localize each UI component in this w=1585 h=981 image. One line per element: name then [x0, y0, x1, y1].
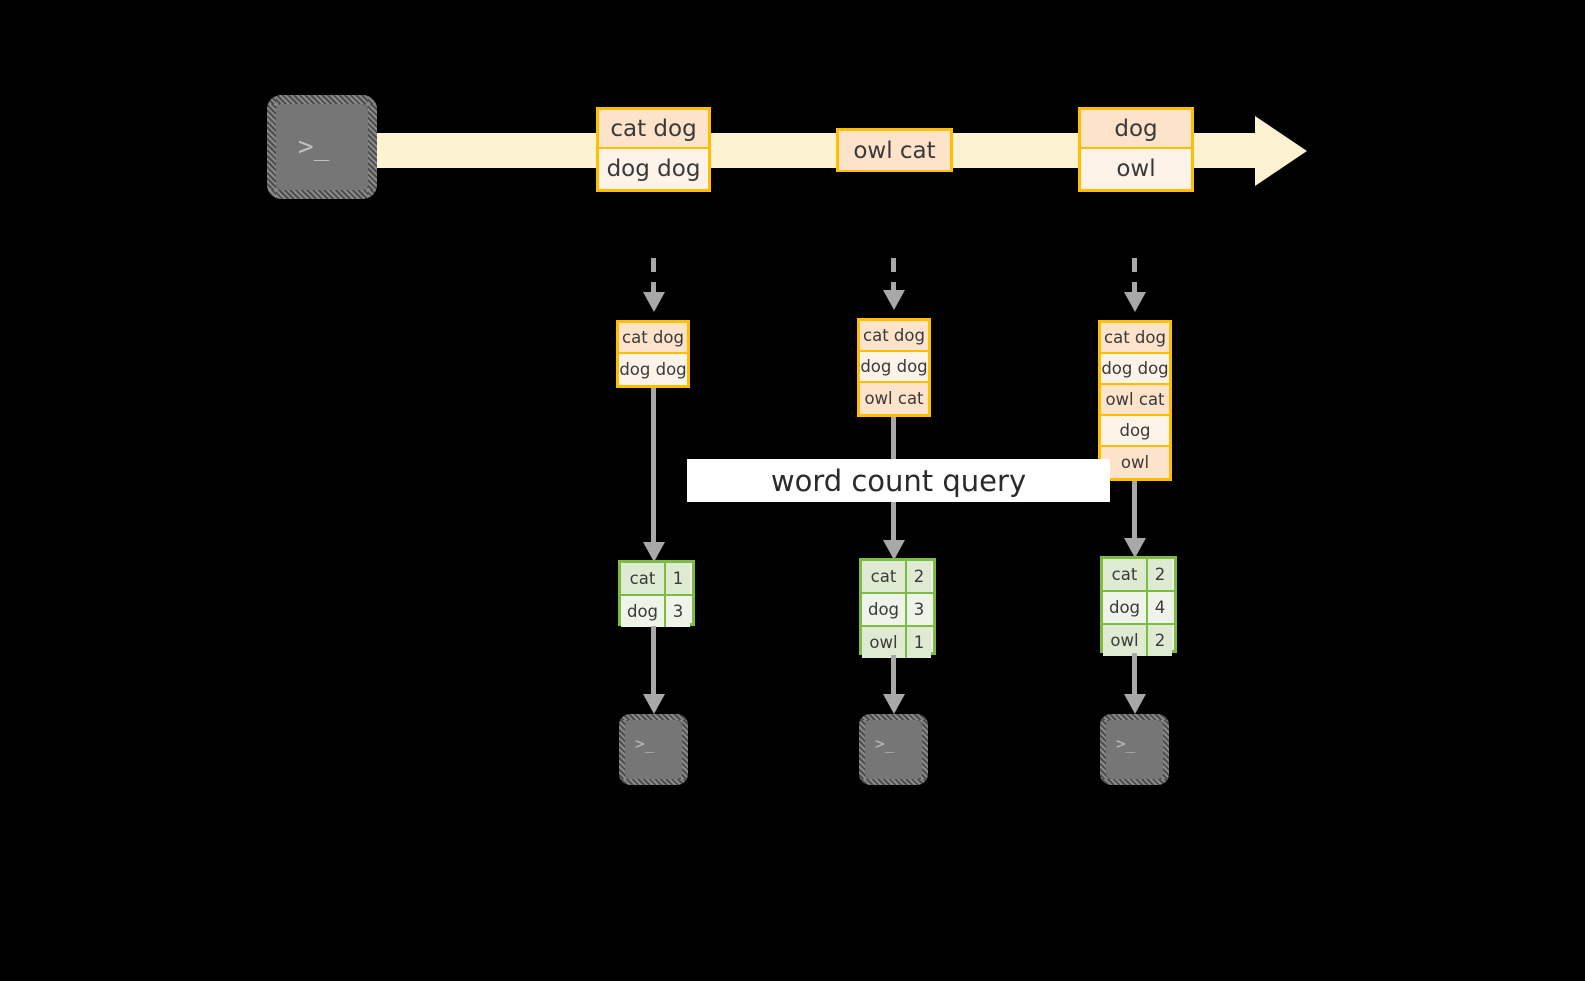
result-count: 1 — [666, 563, 690, 594]
query-connector — [651, 388, 656, 542]
input-line: owl cat — [860, 383, 928, 414]
input-line: dog dog — [619, 354, 687, 385]
terminal-prompt: >_ — [875, 734, 895, 753]
query-label: word count query — [687, 459, 1110, 502]
connector-arrowhead — [643, 542, 665, 562]
stream-to-input-connector — [1132, 258, 1137, 292]
connector-arrowhead — [883, 540, 905, 560]
result-count: 3 — [907, 594, 931, 625]
connector-arrowhead — [1124, 292, 1146, 312]
result-count: 2 — [1148, 625, 1172, 656]
sink-terminal-icon[interactable]: >_ — [1100, 714, 1169, 785]
sink-terminal-icon[interactable]: >_ — [859, 714, 928, 785]
column-input-box[interactable]: cat dog dog dog owl cat dog owl — [1098, 320, 1172, 481]
input-line: dog dog — [860, 352, 928, 383]
input-line: dog dog — [1101, 354, 1169, 385]
connector-arrowhead — [1124, 538, 1146, 558]
table-row: cat 1 — [621, 563, 692, 596]
table-row: dog 4 — [1103, 592, 1174, 625]
result-word: dog — [862, 594, 907, 625]
stream-event-box[interactable]: cat dog dog dog — [596, 107, 711, 192]
terminal-screen — [865, 720, 922, 779]
terminal-screen — [276, 104, 368, 190]
terminal-prompt: >_ — [1116, 734, 1136, 753]
input-line: cat dog — [619, 323, 687, 354]
result-to-sink-connector — [1132, 653, 1137, 694]
column-input-box[interactable]: cat dog dog dog — [616, 320, 690, 388]
result-word: cat — [1103, 559, 1148, 590]
result-count: 3 — [666, 596, 690, 627]
result-word: cat — [862, 561, 907, 592]
stream-to-input-connector — [651, 258, 656, 292]
connector-arrowhead — [643, 292, 665, 312]
column-input-box[interactable]: cat dog dog dog owl cat — [857, 318, 931, 417]
table-row: owl 1 — [862, 627, 933, 658]
result-word: owl — [862, 627, 907, 658]
result-count: 2 — [1148, 559, 1172, 590]
stream-event-line: owl — [1081, 149, 1191, 188]
result-table[interactable]: cat 2 dog 3 owl 1 — [859, 558, 936, 658]
result-count: 1 — [907, 627, 931, 658]
stream-event-box[interactable]: dog owl — [1078, 107, 1194, 192]
input-line: owl cat — [1101, 385, 1169, 416]
connector-arrowhead — [1124, 694, 1146, 714]
input-line: owl — [1101, 447, 1169, 478]
input-line: cat dog — [860, 321, 928, 352]
stream-event-line: dog dog — [599, 149, 708, 188]
table-row: dog 3 — [862, 594, 933, 627]
terminal-prompt: >_ — [635, 734, 655, 753]
terminal-screen — [625, 720, 682, 779]
stream-event-box[interactable]: owl cat — [836, 128, 953, 172]
stream-event-line: owl cat — [839, 131, 950, 170]
result-table[interactable]: cat 1 dog 3 — [618, 560, 695, 627]
stream-event-line: dog — [1081, 110, 1191, 149]
right-arrow-icon — [1255, 116, 1307, 186]
table-row: cat 2 — [862, 561, 933, 594]
result-count: 2 — [907, 561, 931, 592]
result-to-sink-connector — [891, 655, 896, 694]
result-count: 4 — [1148, 592, 1172, 623]
source-terminal-icon[interactable]: >_ — [267, 95, 377, 199]
result-table[interactable]: cat 2 dog 4 owl 2 — [1100, 556, 1177, 656]
sink-terminal-icon[interactable]: >_ — [619, 714, 688, 785]
result-word: cat — [621, 563, 666, 594]
table-row: owl 2 — [1103, 625, 1174, 656]
result-word: dog — [1103, 592, 1148, 623]
stream-to-input-connector — [891, 258, 896, 290]
connector-arrowhead — [643, 694, 665, 714]
result-to-sink-connector — [651, 626, 656, 694]
table-row: cat 2 — [1103, 559, 1174, 592]
stream-event-line: cat dog — [599, 110, 708, 149]
result-word: dog — [621, 596, 666, 627]
query-connector — [1132, 481, 1137, 538]
input-line: dog — [1101, 416, 1169, 447]
input-line: cat dog — [1101, 323, 1169, 354]
connector-arrowhead — [883, 290, 905, 310]
connector-arrowhead — [883, 694, 905, 714]
result-word: owl — [1103, 625, 1148, 656]
table-row: dog 3 — [621, 596, 692, 627]
terminal-screen — [1106, 720, 1163, 779]
terminal-prompt: >_ — [298, 132, 330, 162]
